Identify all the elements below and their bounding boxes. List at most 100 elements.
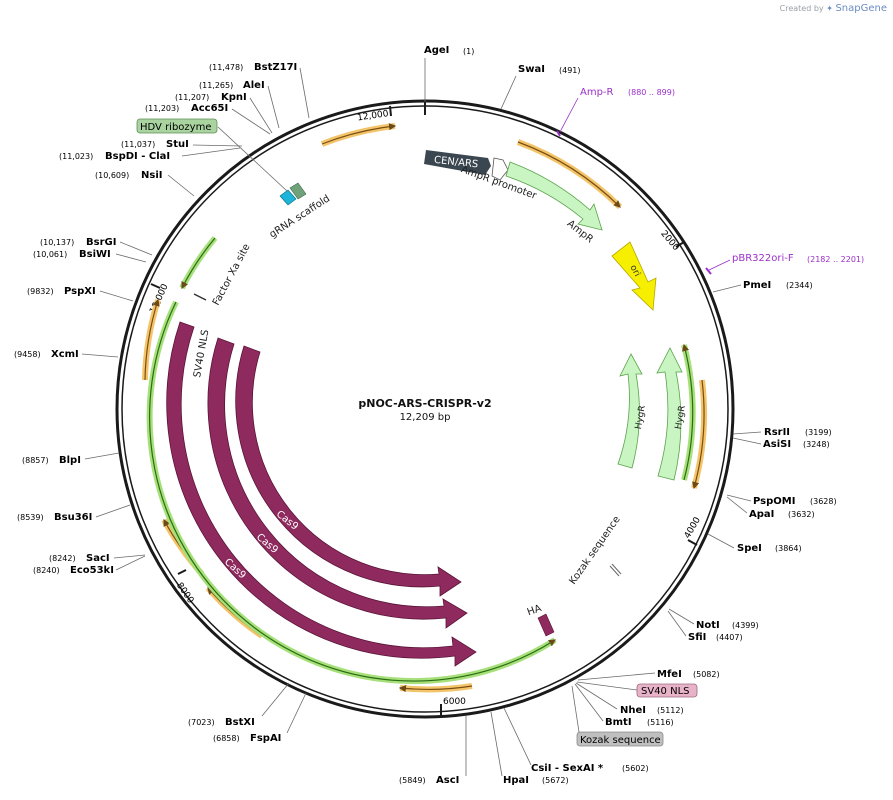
leader-swai xyxy=(500,75,517,110)
site-eco53ki: (8240)Eco53kI xyxy=(33,565,114,576)
site-pmei-pos: (2344) xyxy=(786,281,813,290)
site-pmei-name: PmeI xyxy=(743,280,771,291)
site-sv40-badge: SV40 NLS xyxy=(636,683,698,698)
leader-apai xyxy=(726,496,748,514)
site-bsu36i-pos: (8539) xyxy=(17,513,44,522)
site-bstz17i-name: BstZ17I xyxy=(254,62,297,73)
site-kpni-name: KpnI xyxy=(221,92,247,103)
leader-stui xyxy=(192,144,243,147)
site-spei-name: SpeI xyxy=(737,543,762,554)
credit-prefix: Created by xyxy=(779,4,824,13)
leader-pspomi xyxy=(726,494,752,502)
tick-10000 xyxy=(150,283,161,289)
leader-sv40 xyxy=(576,681,638,691)
site-kpni-pos: (11,207) xyxy=(175,93,209,102)
leader-rsrii xyxy=(732,431,762,435)
site-bmti-name: BmtI xyxy=(605,717,632,728)
site-leaders xyxy=(81,58,762,777)
green-arc-cas9 xyxy=(146,300,557,685)
site-xcmi-pos: (9458) xyxy=(14,350,41,359)
site-pbr322ori-primer: pBR322ori-F(2182 .. 2201) xyxy=(732,253,864,264)
site-fspai-name: FspAI xyxy=(250,733,281,744)
site-acc65i-name: Acc65I xyxy=(191,103,228,114)
leader-bmti xyxy=(574,683,604,722)
ha-label: HA xyxy=(526,603,543,618)
leader-alei xyxy=(267,85,280,129)
leader-eco53ki xyxy=(115,555,146,571)
factor-xa-mark xyxy=(193,293,207,301)
leader-bsu36i xyxy=(95,504,131,518)
site-rsrii-pos: (3199) xyxy=(805,428,832,437)
orf-arc-top xyxy=(320,123,396,147)
site-bsu36i: (8539) Bsu36I xyxy=(17,512,92,523)
plasmid-name: pNOC-ARS-CRISPR-v2 xyxy=(358,397,491,410)
site-swai: SwaI(491) xyxy=(518,64,581,75)
ori-label: ori xyxy=(628,263,642,278)
backbone-features: CEN/ARS AmpR promoter AmpR ori xyxy=(424,150,657,311)
site-spei: SpeI(3864) xyxy=(737,543,802,554)
hygr-arrow-left xyxy=(617,353,643,469)
site-alei: (11,265)AleI xyxy=(199,80,265,91)
site-csii-name: CsiI - SexAI * xyxy=(531,763,604,774)
cas9-arrow-inner xyxy=(235,345,462,597)
site-bstz17i-pos: (11,478) xyxy=(209,63,243,72)
site-pmei: PmeI (2344) xyxy=(743,280,813,291)
hygr-label-left: HygR xyxy=(634,405,648,430)
hygr-label-right: HygR xyxy=(674,405,688,430)
site-bmti: BmtI(5116) xyxy=(605,717,674,728)
kozak-mark-b xyxy=(611,563,622,575)
amp-r-primer-leader xyxy=(559,97,579,133)
tick-label-10000: 10,000 xyxy=(148,282,170,315)
site-agei: AgeI(1) xyxy=(424,45,474,56)
site-bsiwi-pos: (10,061) xyxy=(33,250,67,259)
primer-marks xyxy=(556,97,731,275)
orf-arc-top-core xyxy=(321,123,397,145)
leader-kozak xyxy=(571,685,580,733)
leader-nhei xyxy=(575,682,618,710)
site-acc65i-pos: (11,203) xyxy=(145,104,179,113)
site-apai: ApaI(3632) xyxy=(749,509,815,520)
kozak-badge-label: Kozak sequence xyxy=(580,735,661,746)
site-stui: (11,037) StuI xyxy=(121,139,189,150)
tick-2000 xyxy=(675,241,685,248)
site-amp-r-pos: (880 .. 899) xyxy=(628,88,675,97)
site-bstxi-name: BstXI xyxy=(225,717,255,728)
site-asisi-name: AsiSI xyxy=(763,439,791,450)
site-hpai-pos: (5672) xyxy=(542,776,569,785)
site-bstxi-pos: (7023) xyxy=(188,718,215,727)
leader-bstxi xyxy=(261,682,290,717)
site-nhei-name: NheI xyxy=(620,705,646,716)
site-apai-name: ApaI xyxy=(749,509,774,520)
green-arc-left-top xyxy=(179,236,218,290)
site-labels: AgeI(1) SwaI(491) Amp-R (880 .. 899) pBR3… xyxy=(14,45,864,786)
site-bspdi-pos: (11,023) xyxy=(59,152,93,161)
site-kozak-badge: Kozak sequence xyxy=(576,731,664,747)
site-blpi-pos: (8857) xyxy=(22,456,49,465)
site-bsrgi: (10,137)BsrGI xyxy=(40,237,116,248)
site-rsrii-name: RsrII xyxy=(764,427,790,438)
site-bsu36i-name: Bsu36I xyxy=(54,512,92,523)
orf-arc-ampr-core xyxy=(517,141,621,208)
hdv-badge-label: HDV ribozyme xyxy=(140,122,211,133)
grna-scaffold-shape-a xyxy=(279,189,297,206)
tick-4000 xyxy=(687,539,698,546)
hdv-badge-bg xyxy=(136,118,218,134)
site-pspxi: (9832)PspXI xyxy=(27,286,96,297)
leader-spei xyxy=(707,533,735,549)
site-pspomi-pos: (3628) xyxy=(810,497,837,506)
cas9-arrow-outer xyxy=(166,321,477,667)
site-stui-pos: (11,037) xyxy=(121,140,155,149)
site-amp-r-name: Amp-R xyxy=(580,87,614,98)
site-saci: (8242)SacI xyxy=(49,553,110,564)
site-kpni: (11,207) KpnI xyxy=(175,92,247,103)
site-stui-name: StuI xyxy=(166,139,189,150)
site-rsrii: RsrII (3199) xyxy=(764,427,832,438)
snapgene-credit: Created by ✦ SnapGene xyxy=(780,3,887,14)
leader-bstz17i xyxy=(299,67,310,119)
site-bsiwi: (10,061)BsiWI xyxy=(33,249,111,260)
leader-xcmi xyxy=(81,353,119,358)
site-pspomi: PspOMI(3628) xyxy=(753,496,837,507)
leader-asisi xyxy=(732,437,762,445)
